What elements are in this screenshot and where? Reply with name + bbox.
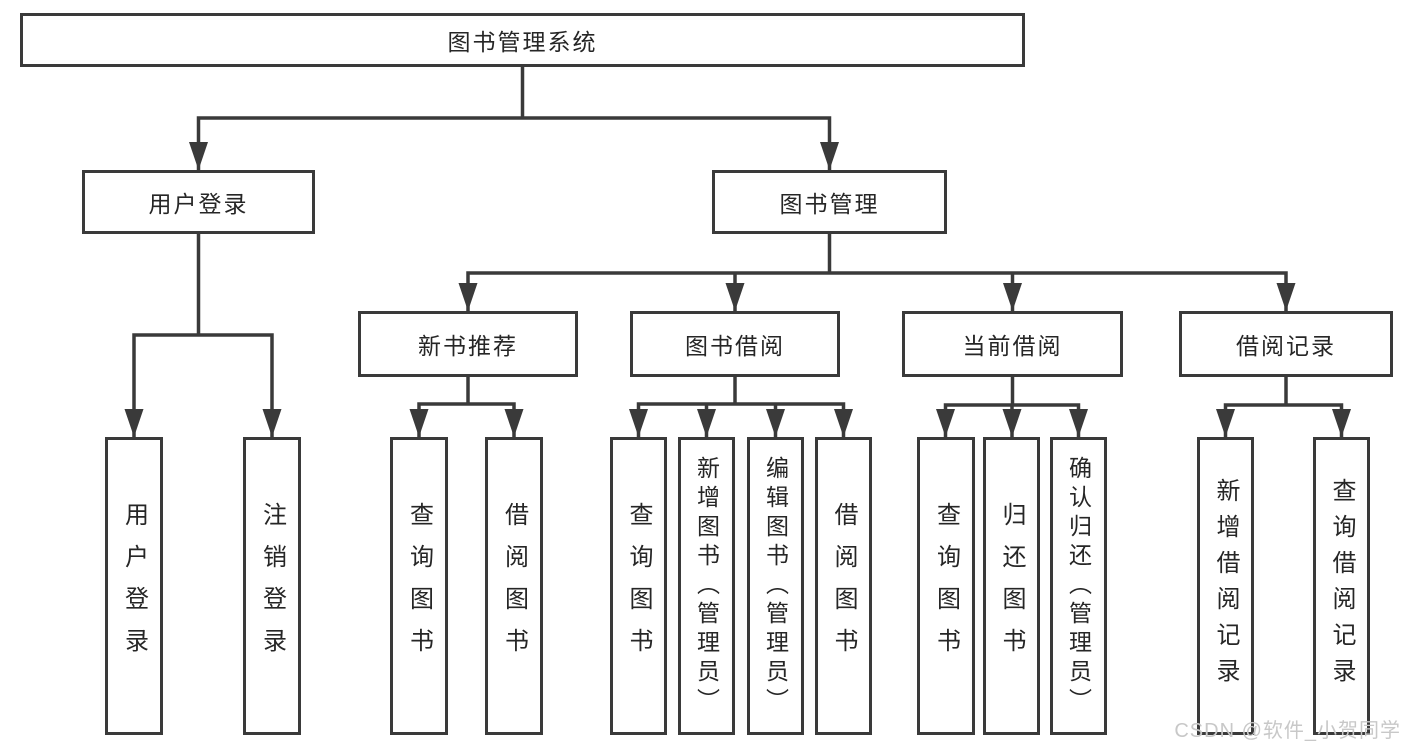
node-book-borrowing: 图书借阅 [630, 311, 840, 377]
leaf-query-borrow-record: 查询借阅记录 [1313, 437, 1370, 735]
connectors-borrowing-records [1223, 377, 1344, 437]
leaf-logout: 注销登录 [243, 437, 301, 735]
node-library-system-root: 图书管理系统 [20, 13, 1025, 67]
node-borrowing-records: 借阅记录 [1179, 311, 1393, 377]
leaf-add-borrow-record: 新增借阅记录 [1197, 437, 1254, 735]
leaf-confirm-return-admin: 确认归还（管理员） [1050, 437, 1107, 735]
leaf-query-books-2: 查询图书 [610, 437, 667, 735]
connectors-root [196, 67, 832, 170]
leaf-borrow-books-2: 借阅图书 [815, 437, 872, 735]
leaf-return-books: 归还图书 [983, 437, 1040, 735]
leaf-query-books-3: 查询图书 [917, 437, 975, 735]
connectors-book-management [466, 234, 1288, 311]
node-new-book-recommend: 新书推荐 [358, 311, 578, 377]
connectors-book-borrowing [636, 377, 846, 437]
leaf-edit-books-admin: 编辑图书（管理员） [747, 437, 804, 735]
node-user-login: 用户登录 [82, 170, 315, 234]
arrowheads [124, 142, 1351, 437]
leaf-user-login: 用户登录 [105, 437, 163, 735]
node-current-borrowing: 当前借阅 [902, 311, 1123, 377]
leaf-query-books-1: 查询图书 [390, 437, 448, 735]
node-book-management: 图书管理 [712, 170, 947, 234]
watermark: CSDN @软件_小贺同学 [1174, 720, 1401, 742]
connectors-new-book-recommend [417, 377, 516, 437]
leaf-add-books-admin: 新增图书（管理员） [678, 437, 735, 735]
connectors-user-login [132, 234, 274, 437]
leaf-borrow-books-1: 借阅图书 [485, 437, 543, 735]
